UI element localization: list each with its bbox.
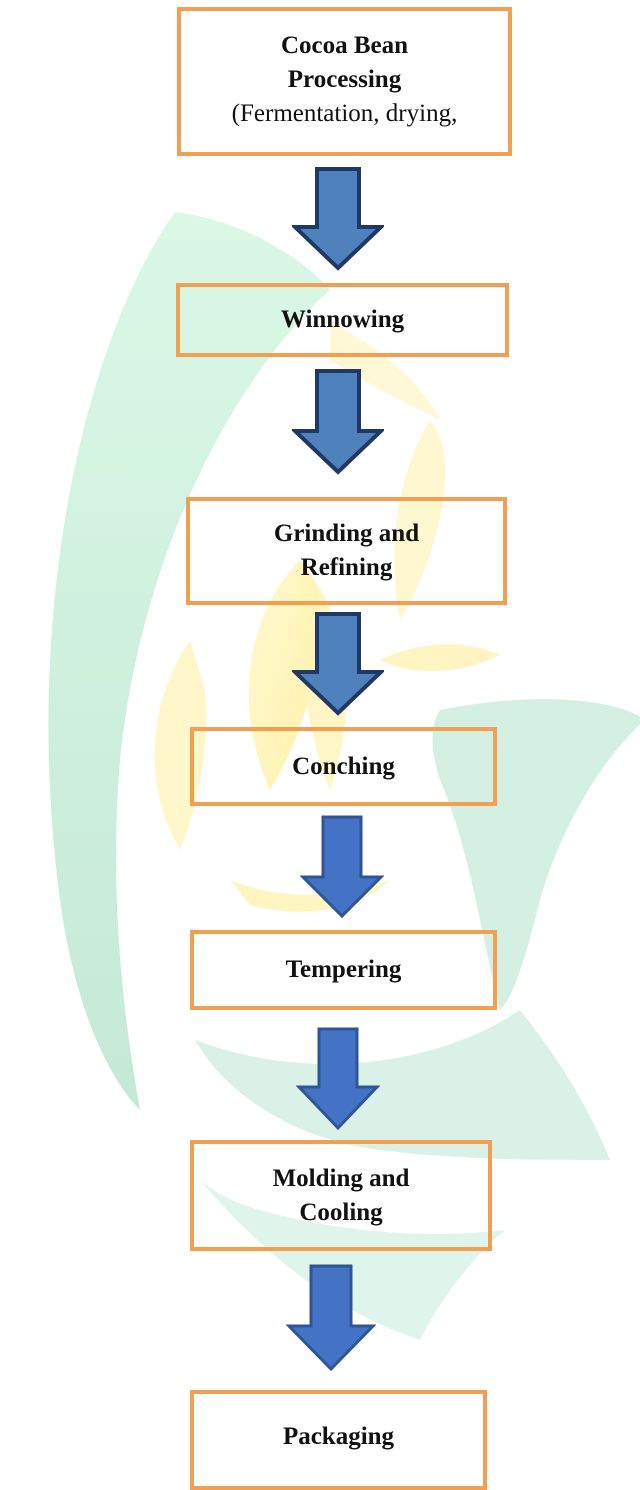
step-title: Winnowing xyxy=(280,306,405,334)
step-title: Molding and Cooling xyxy=(272,1164,410,1226)
step-title: Tempering xyxy=(285,956,402,984)
arrow-down-icon xyxy=(286,1264,376,1372)
step-box-tempering: Tempering xyxy=(190,930,497,1010)
step-box-molding-and-cooling: Molding and Cooling xyxy=(190,1140,492,1251)
arrow-down-icon xyxy=(292,167,384,271)
arrow-down-icon xyxy=(300,815,384,919)
arrow-down-icon xyxy=(292,612,384,716)
arrow-down-icon xyxy=(296,1027,380,1131)
arrow-down-icon xyxy=(292,369,384,475)
step-title: Conching xyxy=(292,752,395,780)
step-box-grinding-and-refining: Grinding and Refining xyxy=(186,497,507,605)
step-box-packaging: Packaging xyxy=(190,1390,487,1490)
step-box-cocoa-bean-processing: Cocoa Bean Processing (Fermentation, dry… xyxy=(177,7,512,156)
step-title: Packaging xyxy=(282,1423,395,1450)
step-box-conching: Conching xyxy=(190,727,497,806)
step-title: Grinding and Refining xyxy=(273,520,420,581)
step-subtitle: (Fermentation, drying, xyxy=(231,99,458,127)
step-box-winnowing: Winnowing xyxy=(176,283,509,357)
step-title: Cocoa Bean Processing xyxy=(280,32,409,93)
